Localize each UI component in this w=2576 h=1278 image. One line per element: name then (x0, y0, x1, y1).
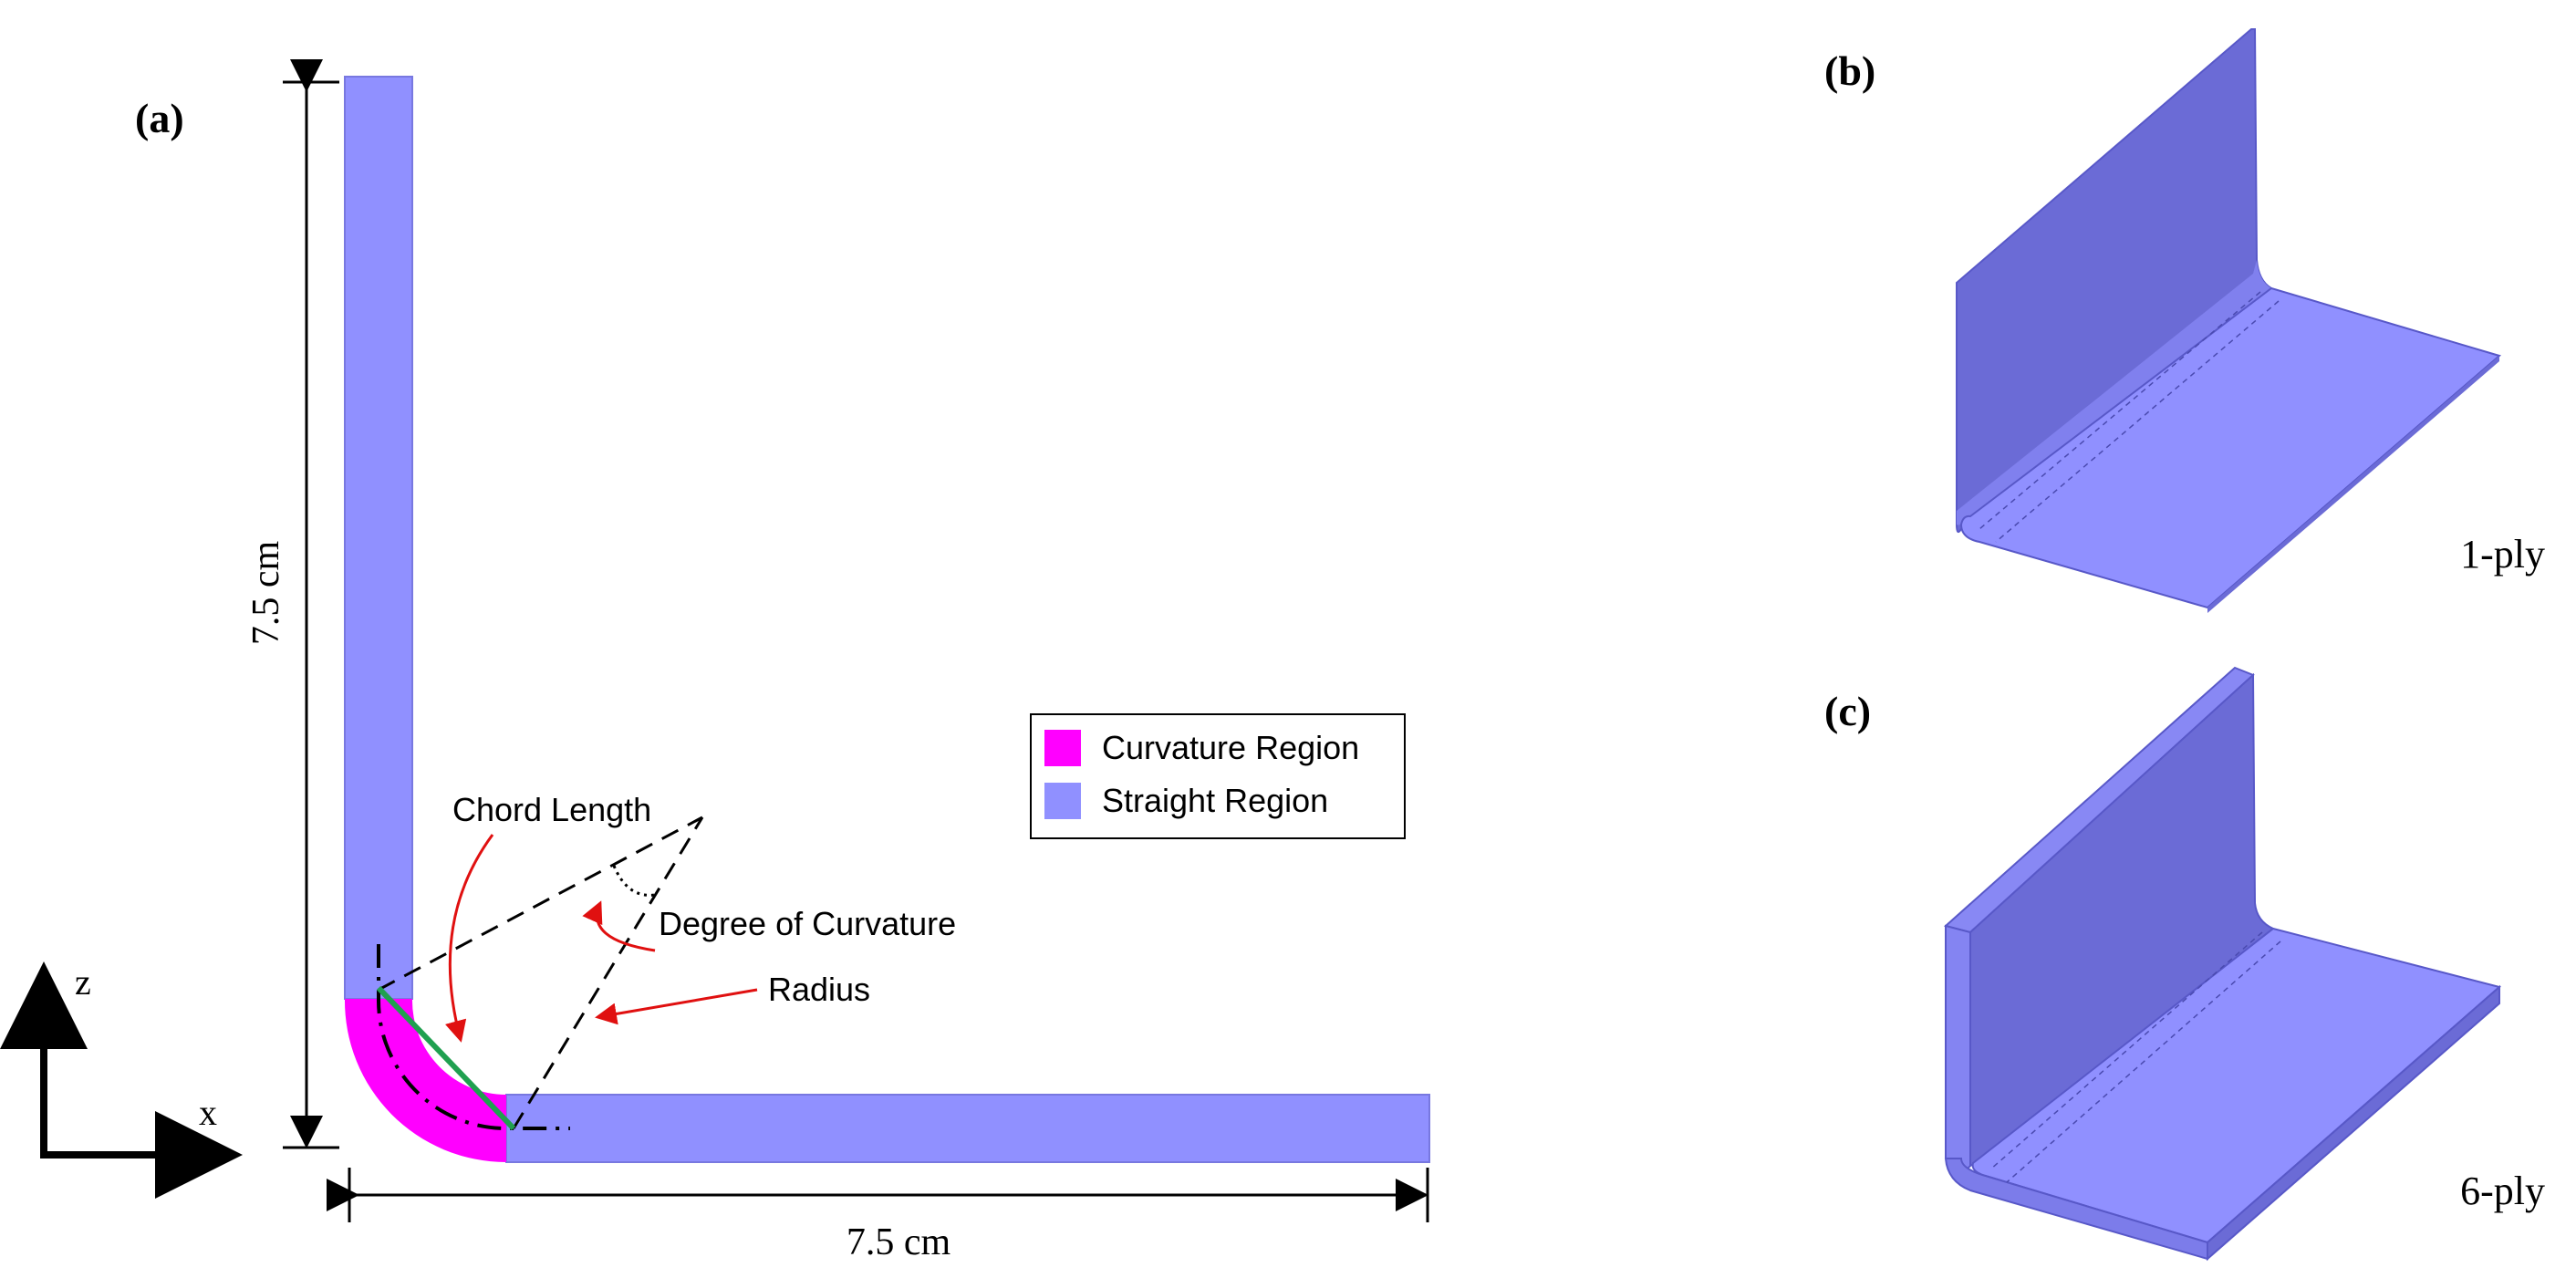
degree-of-curvature-label: Degree of Curvature (659, 905, 956, 942)
chord-length-label: Chord Length (452, 791, 651, 828)
legend-swatch-0 (1044, 730, 1081, 766)
legend-swatch-1 (1044, 783, 1081, 819)
width-label: 7.5 cm (847, 1221, 951, 1263)
width-dimension: 7.5 cm (327, 1168, 1429, 1263)
curvature-region (344, 999, 506, 1162)
panel-c: (c) 6-ply (1824, 666, 2545, 1262)
height-dimension: 7.5 cm (245, 59, 339, 1149)
dashed-line-lower (512, 816, 704, 1129)
view-b-label: 1-ply (2460, 532, 2545, 577)
bend-strip-b (1957, 260, 2271, 525)
horizontal-face-b (1959, 286, 2502, 609)
annotations: Chord Length Degree of Curvature Radius (444, 791, 956, 1043)
angle-arc (612, 865, 656, 897)
legend-box (1030, 713, 1406, 839)
horizontal-edge-b (2207, 356, 2499, 613)
bend-tangent-b2 (1995, 300, 2280, 543)
legend-label-1: Straight Region (1102, 782, 1328, 819)
axis-x-label: x (199, 1092, 217, 1133)
axes-indicator: z x (0, 961, 243, 1199)
panel-label-b: (b) (1824, 47, 1875, 94)
angle-1ply-render (1956, 28, 2502, 613)
angle-6ply-render (1943, 666, 2502, 1262)
mid-arc (376, 944, 570, 1130)
view-c-label: 6-ply (2460, 1169, 2545, 1213)
dashed-line-upper (378, 816, 703, 992)
front-edge-c (1944, 1158, 2208, 1261)
vertical-side-c (1945, 924, 1971, 1173)
geometry-construction (376, 816, 704, 1131)
chord-length-arrow (444, 834, 494, 1043)
bend-tangent-b (1979, 291, 2261, 530)
legend-label-0: Curvature Region (1102, 729, 1359, 766)
chord-line (376, 985, 516, 1131)
radius-arrow (595, 988, 758, 1025)
radius-label: Radius (768, 971, 870, 1008)
horizontal-straight-region (505, 1094, 1430, 1163)
height-label: 7.5 cm (245, 541, 287, 646)
bend-tangent-c2 (2006, 940, 2281, 1183)
l-profile (344, 76, 1430, 1163)
vertical-straight-region (344, 76, 413, 1000)
axis-z-label: z (75, 961, 91, 1003)
panel-label-a: (a) (135, 95, 184, 141)
panel-label-c: (c) (1824, 688, 1871, 734)
panel-b: (b) 1-ply (1824, 28, 2545, 613)
degree-of-curvature-arrow (582, 900, 656, 952)
panel-a: (a) 7.5 cm 7.5 cm z x (0, 59, 1430, 1263)
